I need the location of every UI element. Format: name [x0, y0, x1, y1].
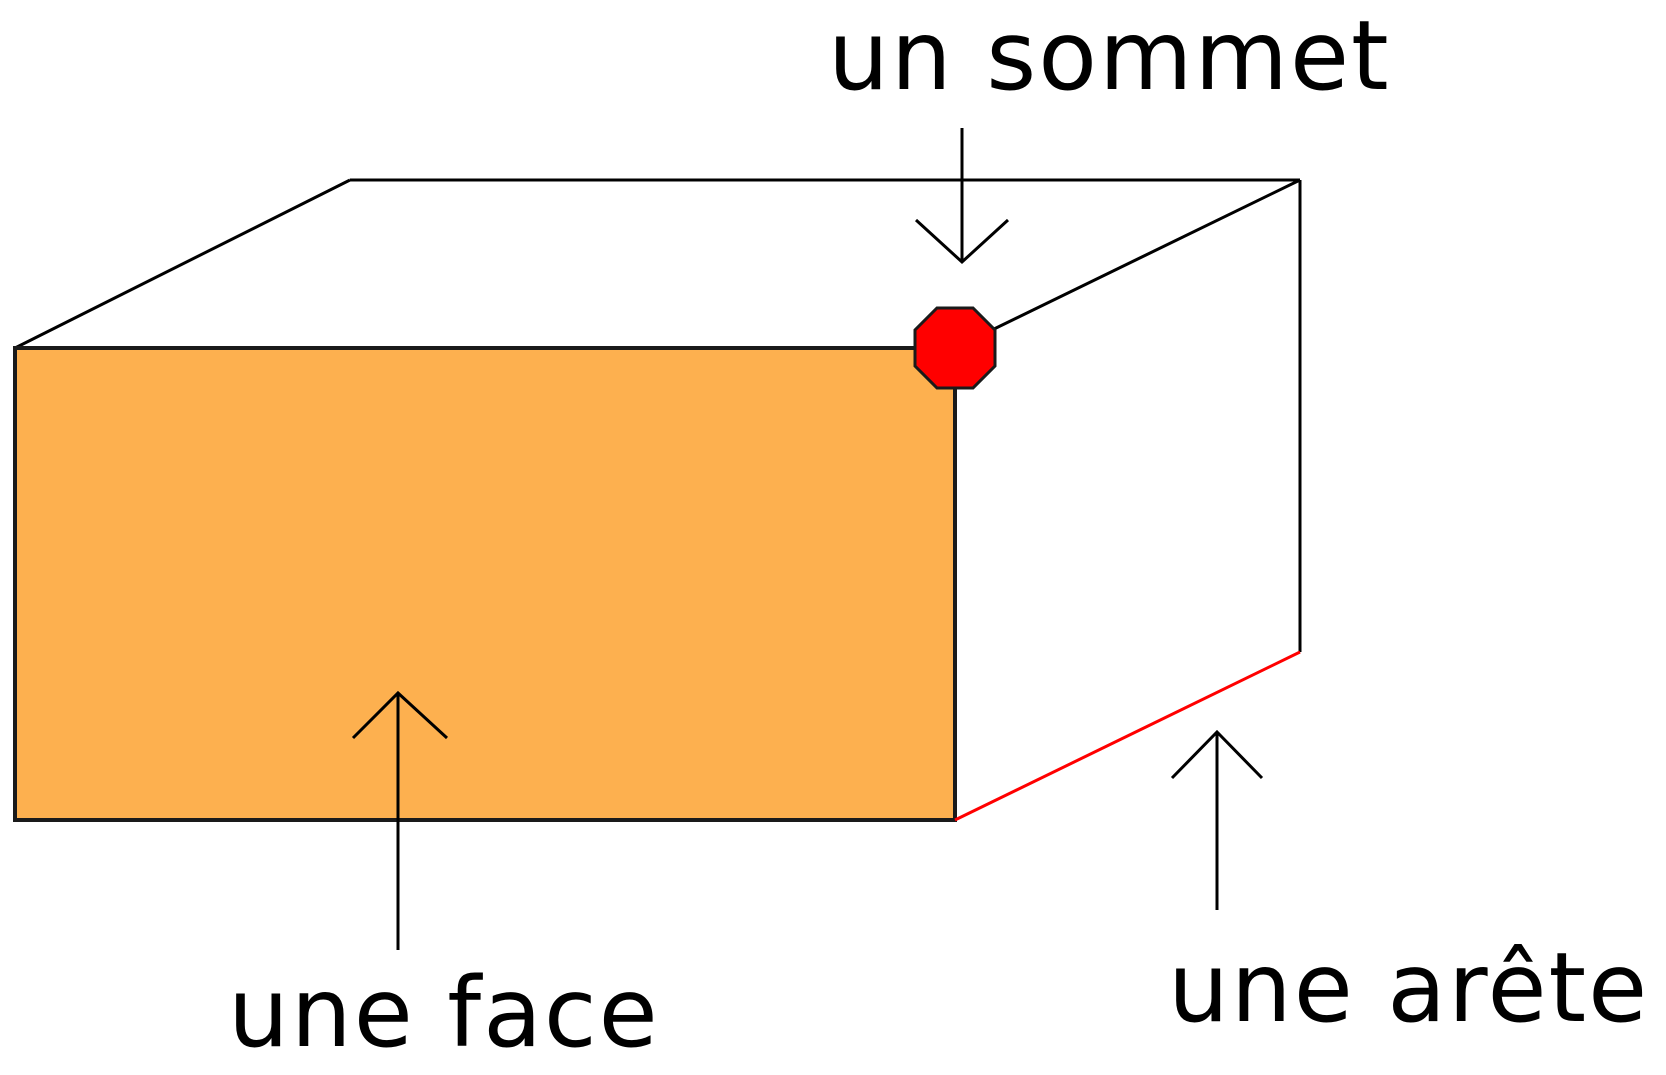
vertex-dot	[913, 306, 997, 390]
edge-top-left-diagonal	[14, 178, 351, 350]
edge-highlighted	[954, 650, 1301, 822]
arrows	[351, 128, 1264, 950]
edge-top-right-diagonal	[954, 178, 1301, 350]
label-edge: une arête	[1168, 932, 1650, 1044]
label-face: une face	[228, 957, 660, 1069]
cuboid-edges	[14, 178, 1302, 652]
label-vertex: un sommet	[828, 0, 1391, 112]
arrow-to-edge	[1170, 729, 1264, 910]
arrow-to-face	[351, 690, 449, 950]
arrow-to-vertex	[914, 128, 1010, 265]
front-face	[13, 346, 957, 822]
